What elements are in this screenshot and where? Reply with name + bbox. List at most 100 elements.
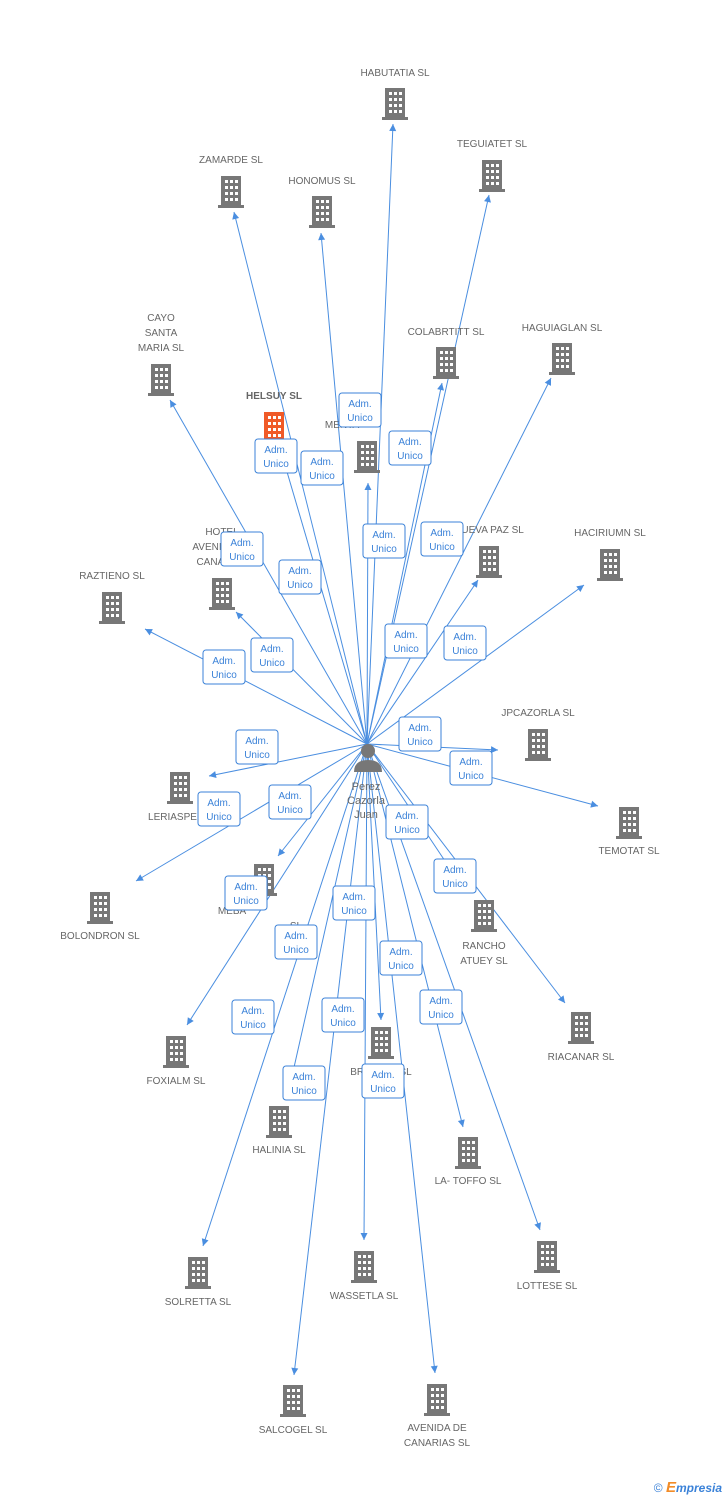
role-badge-lottese[interactable]: Adm.Unico	[419, 989, 463, 1025]
role-line-2: Unico	[393, 644, 419, 655]
building-icon	[568, 1012, 594, 1044]
edge-avenida	[366, 743, 436, 1374]
role-badge-wassetla[interactable]: Adm.Unico	[321, 997, 365, 1033]
role-badge-frame	[419, 989, 463, 1025]
company-node-latoffo[interactable]: LA- TOFFO SL	[435, 1137, 502, 1187]
company-node-riacanar[interactable]: RIACANAR SL	[548, 1012, 615, 1063]
role-line-2: Unico	[371, 544, 397, 555]
role-badge-frame	[443, 625, 487, 661]
company-node-lottese[interactable]: LOTTESE SL	[517, 1241, 578, 1292]
role-line-2: Unico	[291, 1086, 317, 1097]
company-node-honomus[interactable]: HONOMUS SL	[288, 176, 356, 228]
company-node-raztieno[interactable]: RAZTIENO SL	[79, 571, 145, 624]
building-icon	[368, 1027, 394, 1059]
company-node-wassetla[interactable]: WASSETLA SL	[330, 1251, 399, 1302]
company-node-jpcazorla[interactable]: JPCAZORLA SL	[501, 708, 575, 761]
role-badge-frame	[274, 924, 318, 960]
role-badge-helsuy[interactable]: Adm.Unico	[278, 559, 322, 595]
role-line-2: Unico	[428, 1010, 454, 1021]
edge-raztieno	[144, 628, 368, 745]
company-node-habutatia[interactable]: HABUTATIA SL	[360, 68, 430, 120]
arrowhead-haguiaglan	[544, 378, 551, 386]
role-badge-frame	[385, 804, 429, 840]
edges-layer	[135, 123, 599, 1376]
company-label-avenida-1: CANARIAS SL	[404, 1438, 471, 1449]
edge-habutatia	[366, 123, 394, 745]
role-badge-salcogel[interactable]: Adm.Unico	[282, 1065, 326, 1101]
role-badge-rancho[interactable]: Adm.Unico	[385, 804, 429, 840]
role-badge-meba[interactable]: Adm.Unico	[268, 784, 312, 820]
building-icon	[209, 578, 235, 610]
company-node-haguiaglan[interactable]: HAGUIAGLAN SL	[522, 323, 603, 375]
role-line-2: Unico	[394, 825, 420, 836]
role-badge-haguiaglan[interactable]: Adm.Unico	[420, 521, 464, 557]
role-badge-riacanar[interactable]: Adm.Unico	[433, 858, 477, 894]
role-badge-frame	[420, 521, 464, 557]
role-badge-teguiatet[interactable]: Adm.Unico	[388, 430, 432, 466]
role-badge-jpcazorla[interactable]: Adm.Unico	[398, 716, 442, 752]
role-badge-cayo[interactable]: Adm.Unico	[220, 531, 264, 567]
arrowhead-temotat	[590, 800, 598, 808]
role-badge-latoffo[interactable]: Adm.Unico	[379, 940, 423, 976]
role-badge-raztieno[interactable]: Adm.Unico	[202, 649, 246, 685]
company-node-salcogel[interactable]: SALCOGEL SL	[259, 1385, 328, 1436]
role-badge-avenida[interactable]: Adm.Unico	[361, 1063, 405, 1099]
edge-bolondron	[135, 743, 368, 882]
role-line-2: Unico	[341, 906, 367, 917]
company-node-colabrtitt[interactable]: COLABRTITT SL	[408, 327, 485, 379]
company-node-bolondron[interactable]: BOLONDRON SL	[60, 892, 140, 942]
role-line-2: Unico	[347, 413, 373, 424]
role-line-2: Unico	[233, 896, 259, 907]
arrowhead-riacanar	[557, 995, 565, 1003]
company-node-solretta[interactable]: SOLRETTA SL	[165, 1257, 232, 1308]
role-line-2: Unico	[229, 552, 255, 563]
company-node-nuevapaz[interactable]: NUEVA PAZ SL	[454, 525, 524, 578]
role-badge-frame	[300, 450, 344, 486]
role-badge-hotel[interactable]: Adm.Unico	[250, 637, 294, 673]
role-badge-bolondron[interactable]: Adm.Unico	[197, 791, 241, 827]
company-node-zamarde[interactable]: ZAMARDE SL	[199, 155, 263, 208]
company-label-lottese-0: LOTTESE SL	[517, 1281, 578, 1292]
role-badge-frame	[224, 875, 268, 911]
role-badge-solretta[interactable]: Adm.Unico	[231, 999, 275, 1035]
role-badge-foxialm[interactable]: Adm.Unico	[224, 875, 268, 911]
role-line-2: Unico	[263, 459, 289, 470]
role-badge-temotat[interactable]: Adm.Unico	[449, 750, 493, 786]
building-icon	[280, 1385, 306, 1417]
center-person-node[interactable]: Perez Cazorla Juan	[347, 744, 386, 821]
company-node-foxialm[interactable]: FOXIALM SL	[147, 1036, 206, 1087]
role-line-2: Unico	[452, 646, 478, 657]
role-badge-haciriumn[interactable]: Adm.Unico	[443, 625, 487, 661]
role-badge-leriaspe[interactable]: Adm.Unico	[235, 729, 279, 765]
arrowhead-bolondron	[136, 874, 144, 881]
role-badge-frame	[362, 523, 406, 559]
role-badge-zamarde[interactable]: Adm.Unico	[254, 438, 298, 474]
company-label-halinia-0: HALINIA SL	[252, 1145, 306, 1156]
company-node-leriaspe[interactable]: LERIASPE SL	[148, 772, 212, 823]
building-icon	[167, 772, 193, 804]
edge-cayo	[169, 399, 368, 745]
role-badge-frame	[398, 716, 442, 752]
building-icon	[163, 1036, 189, 1068]
role-badge-frame	[268, 784, 312, 820]
role-badge-colabrtitt[interactable]: Adm.Unico	[362, 523, 406, 559]
company-node-temotat[interactable]: TEMOTAT SL	[598, 807, 660, 857]
company-node-halinia[interactable]: HALINIA SL	[252, 1106, 306, 1156]
role-badge-nuevapaz[interactable]: Adm.Unico	[384, 623, 428, 659]
arrowhead-raztieno	[145, 629, 153, 636]
company-node-haciriumn[interactable]: HACIRIUMN SL	[574, 528, 646, 581]
role-line-1: Adm.	[389, 947, 412, 958]
role-badge-frame	[332, 885, 376, 921]
company-node-helsuy[interactable]: HELSUY SL	[246, 391, 302, 444]
role-badge-honomus[interactable]: Adm.Unico	[300, 450, 344, 486]
role-badge-bridatgi[interactable]: Adm.Unico	[332, 885, 376, 921]
company-node-teguiatet[interactable]: TEGUIATET SL	[457, 139, 528, 192]
role-badge-menta[interactable]: Adm.Unico	[338, 392, 382, 428]
role-badge-halinia[interactable]: Adm.Unico	[274, 924, 318, 960]
role-line-2: Unico	[277, 805, 303, 816]
role-line-1: Adm.	[207, 798, 230, 809]
